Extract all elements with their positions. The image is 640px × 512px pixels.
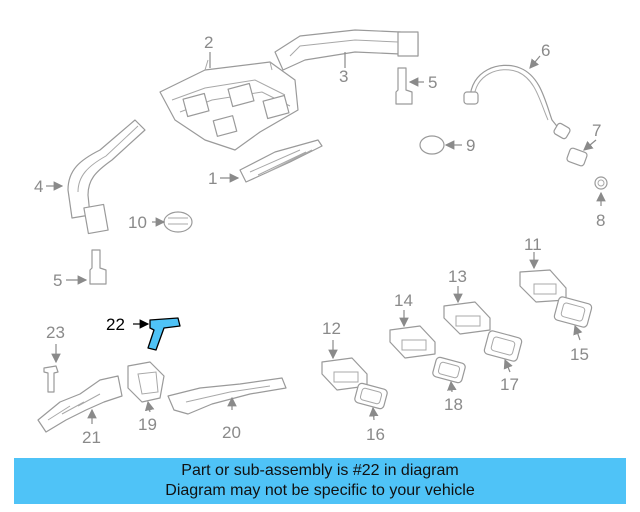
part-9-seal: [419, 135, 445, 155]
callout-5-lower: 5: [53, 271, 62, 290]
callout-19: 19: [138, 415, 157, 434]
part-14-vent: [389, 325, 436, 359]
part-7-connector: [566, 147, 588, 167]
info-banner: Part or sub-assembly is #22 in diagram D…: [14, 458, 626, 504]
callout-9: 9: [466, 136, 475, 155]
callout-20: 20: [222, 423, 241, 442]
part-4-side-duct: [67, 119, 146, 235]
callout-12: 12: [322, 319, 341, 338]
part-16-trim-ring: [354, 382, 388, 410]
callout-17: 17: [500, 375, 519, 394]
part-1-vent-grille: [239, 139, 323, 183]
callout-23: 23: [46, 323, 65, 342]
callout-6: 6: [541, 41, 550, 60]
part-23-sensor: [43, 365, 59, 393]
callout-2: 2: [204, 33, 213, 52]
callout-16: 16: [366, 425, 385, 444]
part-17-trim-ring: [483, 330, 523, 362]
part-6-hose: [463, 64, 571, 140]
callout-5-upper: 5: [428, 73, 437, 92]
part-20-duct-rail: [167, 377, 287, 415]
callout-3: 3: [339, 67, 348, 86]
part-2-distribution-housing: [159, 59, 299, 151]
part-22-highlighted: [147, 317, 181, 351]
part-21-bracket: [37, 375, 123, 433]
banner-line-1: Part or sub-assembly is #22 in diagram: [181, 462, 459, 479]
part-5-clip-upper: [395, 67, 413, 105]
part-5-clip-lower: [89, 249, 107, 285]
callout-22: 22: [106, 315, 125, 334]
callout-14: 14: [394, 291, 413, 310]
part-15-trim-ring: [553, 296, 593, 328]
part-18-trim-ring: [432, 356, 466, 384]
part-11-vent: [519, 269, 567, 303]
banner-line-2: Diagram may not be specific to your vehi…: [165, 482, 475, 499]
callout-13: 13: [448, 267, 467, 286]
parts-diagram: 2 3 5 6 7 8 9 1: [34, 29, 608, 447]
callout-15: 15: [570, 345, 589, 364]
callout-8: 8: [596, 211, 605, 230]
callout-1: 1: [208, 169, 217, 188]
callout-10: 10: [128, 213, 147, 232]
callout-7: 7: [592, 121, 601, 140]
part-3-upper-duct: [274, 29, 419, 71]
part-13-vent: [443, 301, 491, 335]
part-8-grommet: [594, 176, 608, 190]
callout-21: 21: [82, 428, 101, 447]
callout-11: 11: [524, 235, 542, 254]
part-19-duct-adapter: [127, 361, 165, 403]
callout-18: 18: [444, 395, 463, 414]
part-10-cap: [163, 211, 193, 233]
callout-4: 4: [34, 177, 43, 196]
